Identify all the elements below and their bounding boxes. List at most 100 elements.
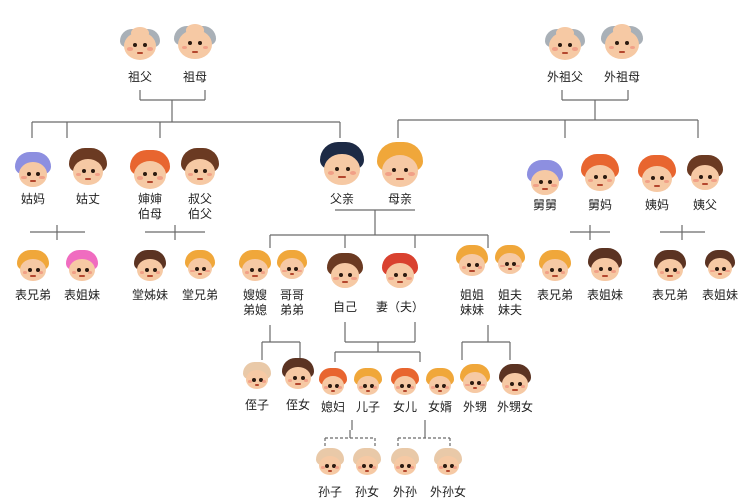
- cheek-left: [608, 45, 615, 50]
- eye-right: [402, 273, 407, 278]
- cheek-left: [324, 386, 328, 389]
- bald-top-shape: [185, 24, 205, 37]
- eye-right: [143, 43, 148, 48]
- eye-left: [144, 267, 149, 272]
- cheek-right: [38, 271, 44, 274]
- mouth: [196, 177, 204, 180]
- mouth: [602, 274, 608, 277]
- cheek-left: [465, 383, 470, 387]
- eye-left: [664, 267, 669, 272]
- eye-right: [300, 375, 305, 380]
- person-jiejie-label: 姐姐妹妹: [459, 288, 484, 317]
- person-biaojie1-avatar: [66, 250, 98, 282]
- eye-right: [91, 169, 96, 174]
- person-fuqin-avatar: [320, 142, 364, 186]
- mouth: [618, 50, 626, 53]
- person-shufu-avatar: [181, 148, 219, 186]
- mouth: [342, 281, 348, 284]
- cheek-left: [388, 276, 394, 280]
- person-waishengnv-label: 外甥女: [496, 400, 533, 414]
- face-shape: [188, 258, 212, 280]
- eye-left: [400, 463, 405, 468]
- face-shape: [708, 258, 732, 280]
- cheek-right: [711, 178, 717, 182]
- eye-left: [328, 383, 333, 388]
- cheek-left: [359, 386, 363, 389]
- mouth: [717, 273, 723, 276]
- cheek-left: [439, 466, 443, 469]
- person-waizufu-label: 外祖父: [546, 70, 583, 84]
- face-shape: [280, 258, 304, 280]
- mouth: [437, 389, 443, 392]
- cheek-left: [333, 276, 339, 280]
- eye-left: [469, 380, 474, 385]
- person-ziji-label: 自己: [332, 300, 357, 314]
- cheek-right: [408, 172, 415, 177]
- mouth: [254, 383, 260, 386]
- cheek-right: [725, 269, 730, 273]
- person-jiuma-label: 舅妈: [587, 198, 612, 212]
- face-shape: [542, 258, 568, 282]
- cheek-left: [693, 178, 699, 182]
- mouth: [507, 268, 513, 271]
- eye-left: [509, 381, 514, 386]
- face-shape: [324, 154, 360, 186]
- eye-right: [512, 261, 517, 266]
- person-biao3-label: 表兄弟: [651, 288, 688, 302]
- eye-left: [76, 267, 81, 272]
- cheek-right: [297, 269, 302, 273]
- cheek-left: [396, 386, 400, 389]
- eye-right: [517, 381, 522, 386]
- cheek-right: [675, 271, 681, 274]
- person-zumu-avatar: [174, 22, 216, 64]
- person-waizumu-label: 外祖母: [603, 70, 640, 84]
- eye-left: [133, 43, 138, 48]
- person-sunnv-avatar: [353, 448, 381, 476]
- person-jiejie-avatar: [456, 245, 488, 277]
- mouth: [338, 176, 346, 179]
- face-shape: [184, 158, 216, 186]
- eye-right: [477, 380, 482, 385]
- cheek-left: [248, 380, 252, 383]
- person-waisheng-label: 外甥: [462, 400, 487, 414]
- mouth: [289, 273, 295, 276]
- person-waishengnv-avatar: [499, 364, 531, 396]
- mouth: [561, 52, 569, 55]
- cheek-left: [190, 269, 195, 273]
- cheek-right: [147, 47, 153, 51]
- person-muqin-label: 母亲: [387, 192, 412, 206]
- cheek-left: [137, 176, 143, 180]
- person-waisun-label: 外孙: [392, 485, 417, 499]
- cheek-left: [594, 270, 599, 274]
- cheek-right: [373, 386, 377, 389]
- eye-left: [338, 273, 343, 278]
- person-sunzi-avatar: [316, 448, 344, 476]
- person-biao1-label: 表兄弟: [14, 288, 51, 302]
- person-jiuma-avatar: [581, 154, 619, 192]
- cheek-right: [445, 386, 449, 389]
- eye-left: [27, 267, 32, 272]
- eye-left: [363, 383, 368, 388]
- face-shape: [385, 263, 415, 289]
- cheek-right: [606, 179, 613, 183]
- eye-right: [202, 266, 207, 271]
- eye-right: [547, 180, 552, 185]
- eye-left: [599, 267, 604, 272]
- eye-left: [614, 41, 619, 46]
- cheek-right: [202, 45, 209, 50]
- cheek-right: [551, 183, 557, 187]
- mouth: [197, 273, 203, 276]
- cheek-right: [572, 47, 578, 51]
- face-shape: [285, 366, 311, 390]
- cheek-right: [611, 270, 616, 274]
- cheek-right: [480, 383, 485, 387]
- eye-right: [603, 175, 608, 180]
- person-xifu-label: 媳妇: [320, 400, 345, 414]
- eye-left: [249, 267, 254, 272]
- person-waizumu-avatar: [601, 22, 643, 64]
- person-waisun-avatar: [391, 448, 419, 476]
- mouth: [84, 177, 92, 180]
- eye-right: [607, 267, 612, 272]
- mouth: [396, 177, 404, 180]
- person-tangzi-avatar: [134, 250, 166, 282]
